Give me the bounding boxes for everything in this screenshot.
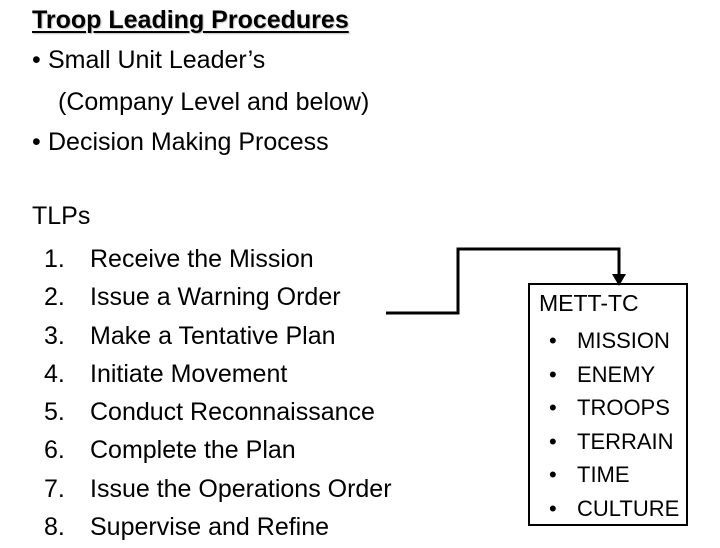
bullet-continuation: (Company Level and below) [58,88,370,116]
mett-tc-heading: METT-TC [539,290,639,316]
step-number: 4. [44,359,65,388]
step-label: Conduct Reconnaissance [90,398,375,427]
tlps-step: 1. Receive the Mission [44,242,392,280]
bullet-small-unit-leader: •Small Unit Leader’s [32,46,265,75]
step-number: 8. [44,513,65,542]
mett-tc-list: • MISSION • ENEMY • TROOPS • TERRAIN • TIME •… [549,324,679,525]
tlps-step: 8. Supervise and Refine [44,510,392,548]
mett-tc-item: • TIME [549,458,679,492]
step-number: 3. [44,321,65,350]
mett-tc-item-label: MISSION [577,328,670,353]
arrowhead-icon [612,274,626,286]
tlps-step-list: 1. Receive the Mission 2. Issue a Warning … [44,242,392,548]
tlps-step: 7. Issue the Operations Order [44,472,392,510]
step-label: Receive the Mission [90,245,314,273]
step-number: 7. [44,474,65,503]
step-label: Make a Tentative Plan [90,321,336,350]
step-number: 5. [44,398,65,427]
tlps-step: 3. Make a Tentative Plan [44,319,392,357]
mett-tc-item-label: CULTURE [577,495,680,521]
bullet-marker: • [549,428,557,454]
mett-tc-item-label: TIME [577,462,630,487]
step-label: Issue a Warning Order [90,283,341,312]
mett-tc-item: • MISSION [549,324,679,358]
bullet-text: Small Unit Leader’s [48,46,266,74]
mett-tc-item: • TERRAIN [549,425,679,459]
bullet-text: Decision Making Process [48,128,329,156]
step-label: Complete the Plan [90,436,296,465]
bullet-marker: • [549,361,557,387]
bullet-marker: • [549,462,557,487]
mett-tc-item: • ENEMY [549,358,679,392]
tlps-step: 6. Complete the Plan [44,433,392,471]
mett-tc-item-label: TROOPS [577,395,670,420]
connector-line [386,247,621,315]
step-label: Initiate Movement [90,359,288,388]
bullet-marker: • [549,495,557,521]
step-label: Supervise and Refine [90,513,330,542]
step-number: 2. [44,283,65,312]
mett-tc-item-label: ENEMY [577,361,656,387]
tlps-heading: TLPs [32,202,91,230]
step-number: 6. [44,436,65,465]
bullet-marker: • [549,395,557,420]
bullet-marker: • [32,128,41,156]
page-title: Troop Leading Procedures [32,6,349,34]
tlps-step: 2. Issue a Warning Order [44,280,392,318]
mett-tc-box [528,283,688,526]
step-number: 1. [44,245,65,273]
mett-tc-item-label: TERRAIN [577,428,674,454]
bullet-marker: • [549,328,557,353]
mett-tc-item: • TROOPS [549,391,679,425]
tlps-step: 4. Initiate Movement [44,357,392,395]
mett-tc-item: • CULTURE [549,492,679,526]
bullet-marker: • [32,46,41,74]
tlps-step: 5. Conduct Reconnaissance [44,395,392,433]
step-label: Issue the Operations Order [90,474,392,503]
bullet-decision-making: •Decision Making Process [32,128,329,157]
